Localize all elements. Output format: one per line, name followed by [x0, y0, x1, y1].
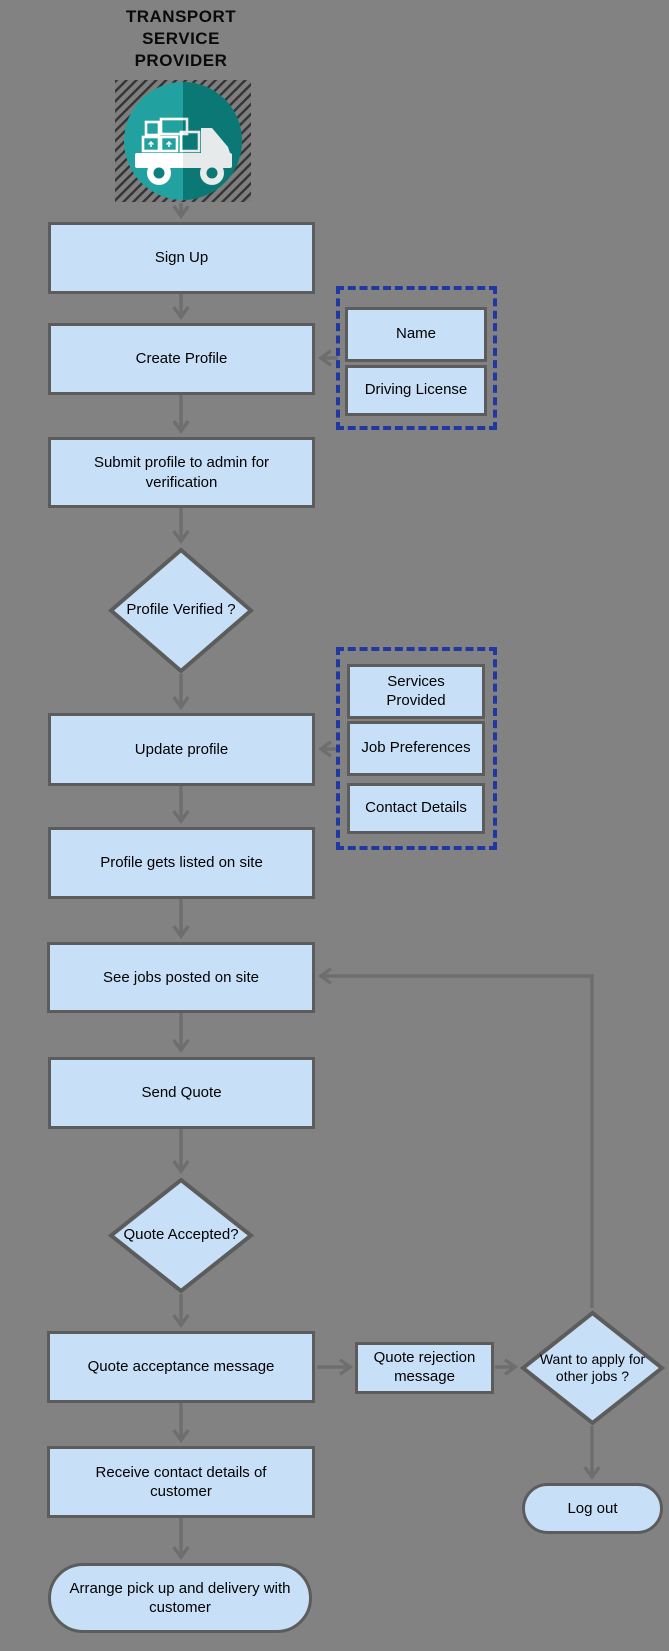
process-send-quote: Send Quote: [48, 1057, 315, 1129]
terminator-arrange-pickup: Arrange pick up and delivery with custom…: [48, 1563, 312, 1633]
process-receive-contact: Receive contact details of customer: [47, 1446, 315, 1518]
terminator-arrange-pickup-label: Arrange pick up and delivery with custom…: [69, 1579, 291, 1617]
attribute-driving-license-label: Driving License: [364, 381, 468, 399]
process-update-profile-label: Update profile: [134, 740, 229, 758]
decision-quote-accepted: Quote Accepted?: [108, 1177, 254, 1294]
process-see-jobs: See jobs posted on site: [47, 942, 315, 1013]
process-update-profile: Update profile: [48, 713, 315, 786]
terminator-log-out-label: Log out: [567, 1499, 618, 1517]
page-title-line3: PROVIDER: [134, 51, 228, 70]
page-title-line1: TRANSPORT: [125, 7, 237, 26]
decision-want-other-jobs-shape: [520, 1310, 665, 1426]
process-quote-acceptance: Quote acceptance message: [47, 1331, 315, 1403]
decision-profile-verified-shape: [108, 547, 254, 674]
attribute-contact-details: Contact Details: [347, 783, 485, 834]
attribute-job-preferences: Job Preferences: [347, 721, 485, 776]
process-sign-up: Sign Up: [48, 222, 315, 294]
decision-want-other-jobs: Want to apply for other jobs ?: [520, 1310, 665, 1426]
group-profile-details: [336, 286, 497, 430]
process-submit-profile-label: Submit profile to admin for verification: [93, 454, 270, 491]
process-quote-rejection-label: Quote rejection message: [373, 1349, 476, 1385]
group-update-details: [336, 647, 497, 850]
process-quote-rejection: Quote rejection message: [355, 1342, 494, 1394]
process-submit-profile: Submit profile to admin for verification: [48, 437, 315, 508]
process-see-jobs-label: See jobs posted on site: [103, 968, 259, 986]
decision-want-other-jobs-label: Want to apply for other jobs ?: [539, 1350, 646, 1385]
attribute-job-preferences-label: Job Preferences: [361, 739, 471, 757]
attribute-services-provided-label: Services Provided: [386, 672, 446, 709]
attribute-services-provided: Services Provided: [347, 664, 485, 719]
connector-wantjobs-seejobs-loop: [317, 967, 594, 1308]
process-profile-listed-label: Profile gets listed on site: [100, 854, 263, 872]
process-send-quote-label: Send Quote: [141, 1084, 222, 1102]
decision-profile-verified: Profile Verified ?: [108, 547, 254, 674]
process-create-profile-label: Create Profile: [135, 350, 228, 368]
process-sign-up-label: Sign Up: [154, 249, 209, 267]
attribute-contact-details-label: Contact Details: [365, 799, 467, 817]
attribute-name: Name: [345, 307, 487, 362]
page-title: TRANSPORT SERVICE PROVIDER: [51, 6, 311, 72]
process-create-profile: Create Profile: [48, 323, 315, 395]
process-quote-acceptance-label: Quote acceptance message: [87, 1358, 275, 1376]
decision-quote-accepted-shape: [108, 1177, 254, 1294]
transport-truck-icon: [115, 80, 251, 202]
page-title-line2: SERVICE: [142, 29, 220, 48]
terminator-log-out: Log out: [522, 1483, 663, 1534]
attribute-name-label: Name: [395, 325, 436, 343]
attribute-driving-license: Driving License: [345, 365, 487, 416]
decision-quote-accepted-label: Quote Accepted?: [123, 1226, 239, 1244]
process-profile-listed: Profile gets listed on site: [48, 827, 315, 899]
decision-profile-verified-label: Profile Verified ?: [126, 601, 236, 619]
process-receive-contact-label: Receive contact details of customer: [95, 1463, 267, 1501]
